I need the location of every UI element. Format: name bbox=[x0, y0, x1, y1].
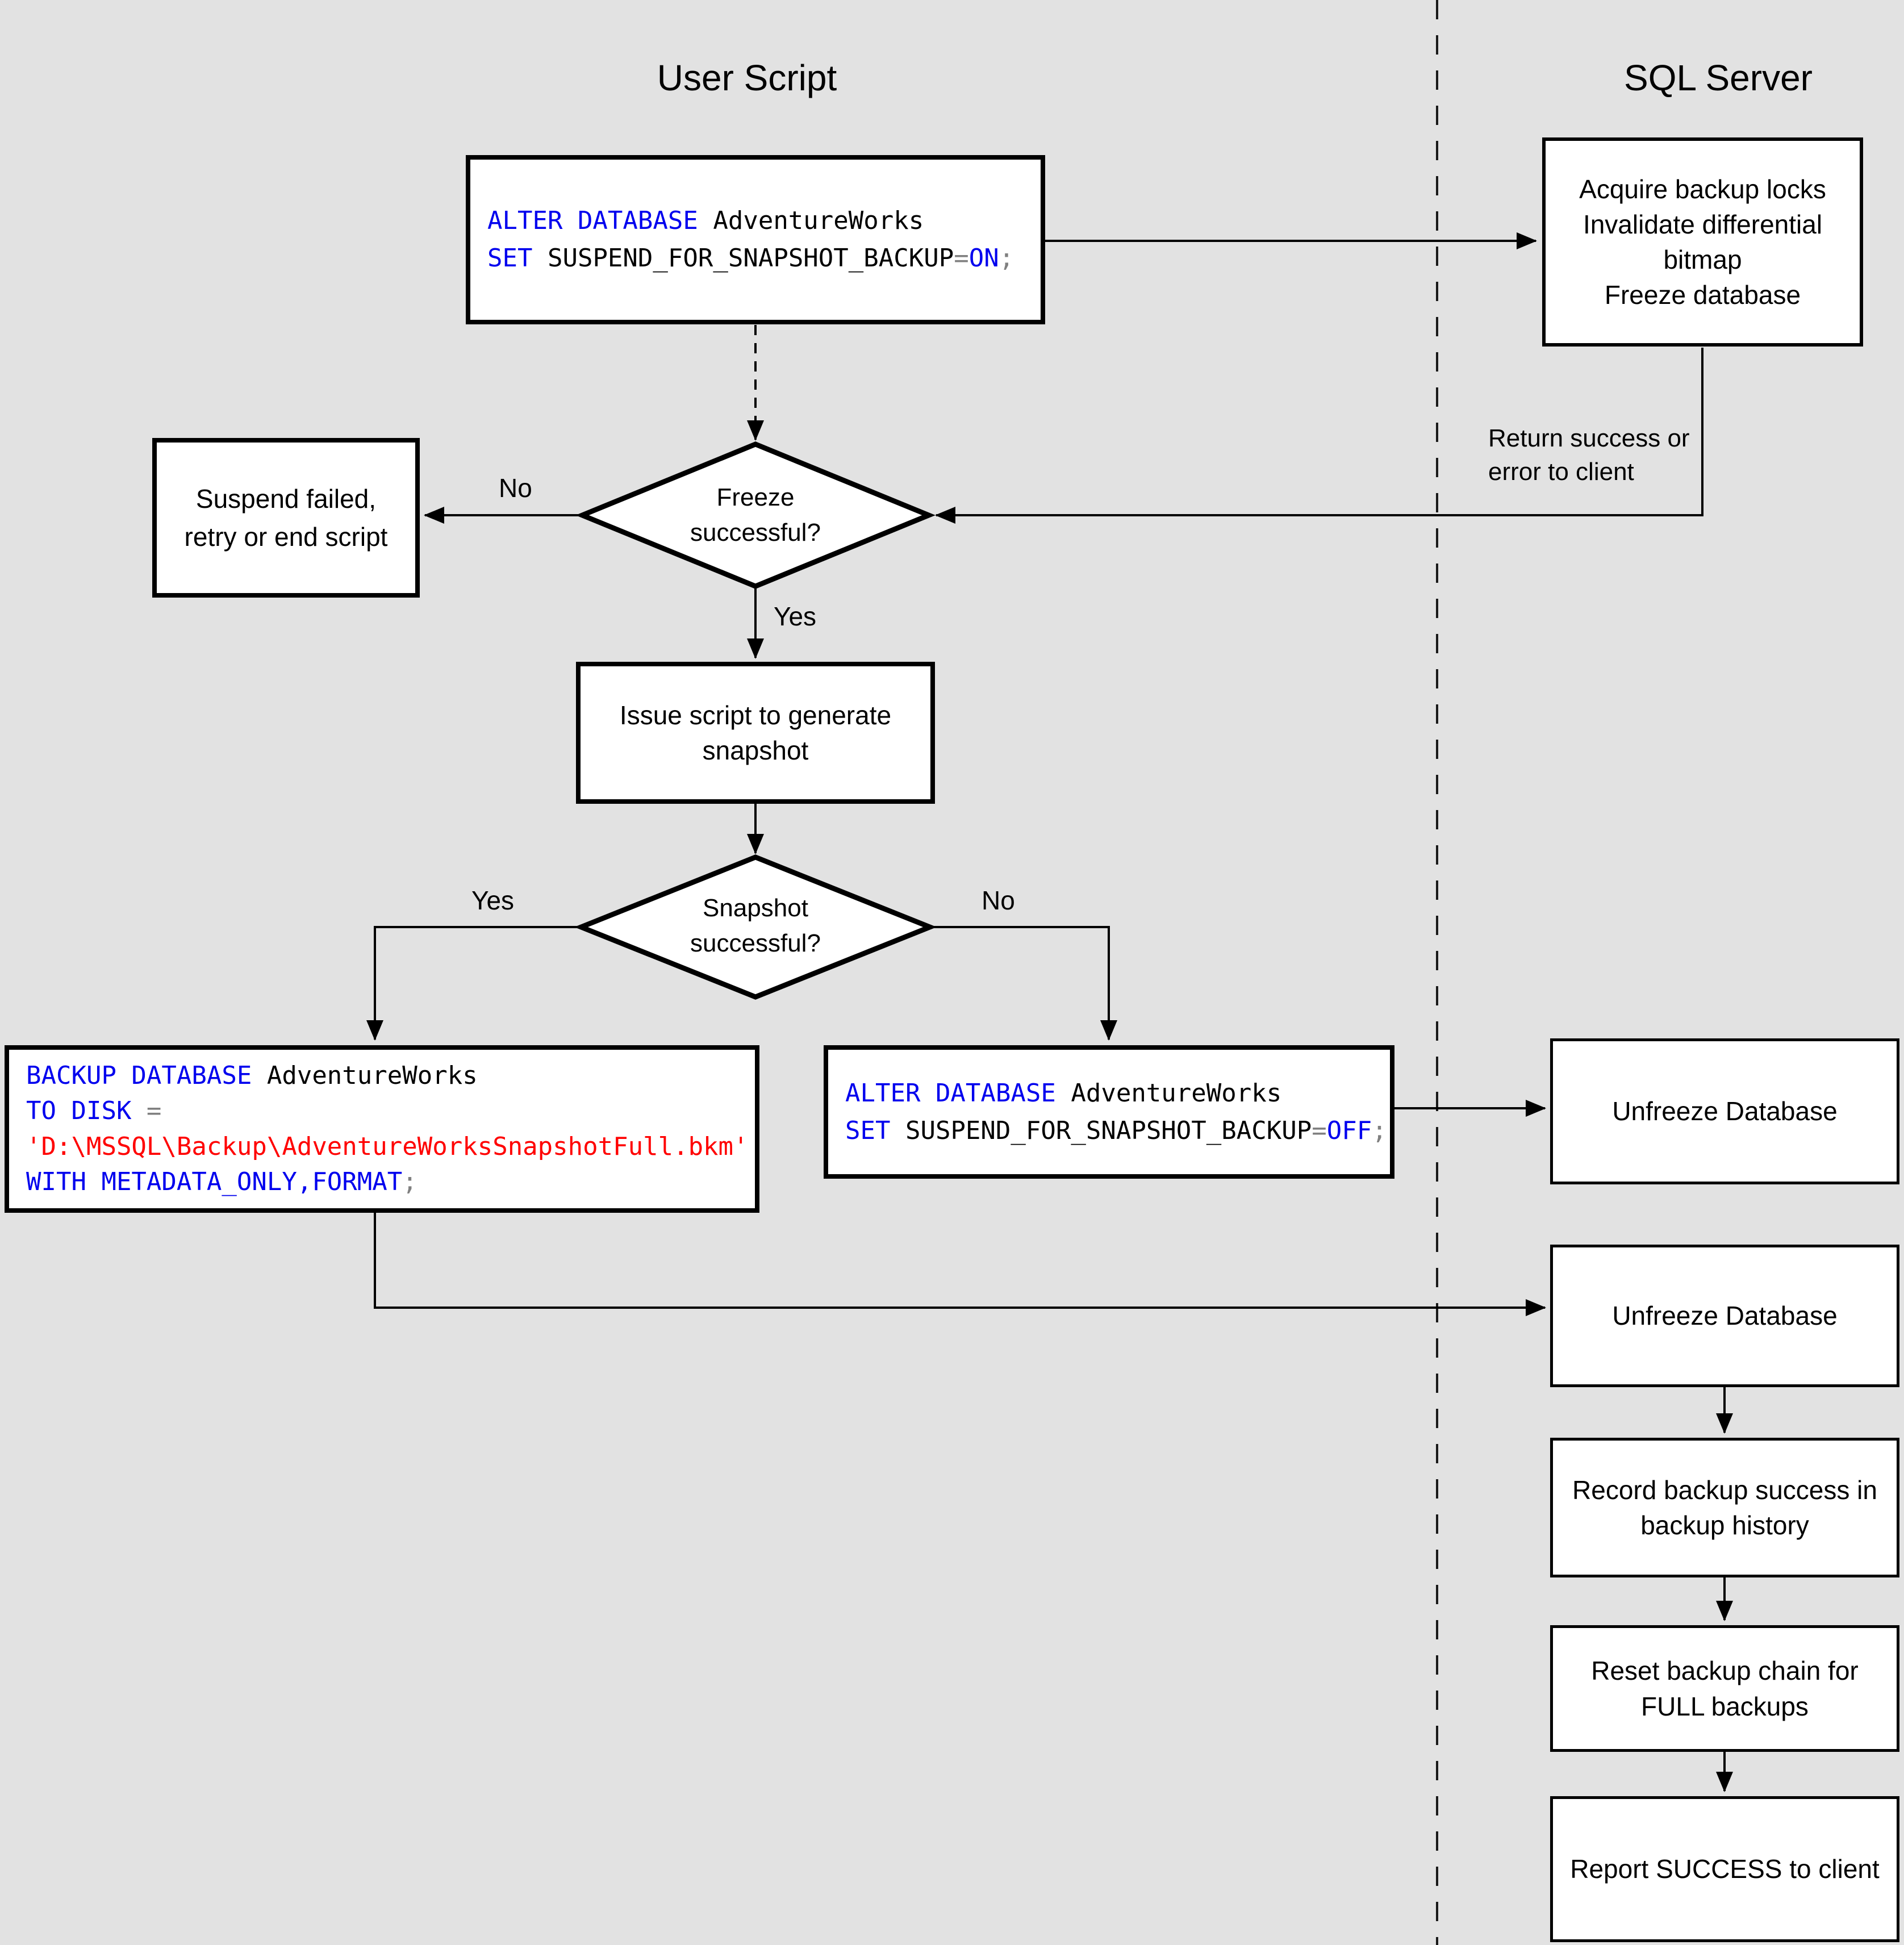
report-success-box: Report SUCCESS to client bbox=[1550, 1796, 1899, 1942]
acquire-line-1: Acquire backup locks bbox=[1579, 174, 1826, 204]
arrow-backup-to-unfreeze2 bbox=[374, 1213, 1546, 1316]
snapshot-successful-diamond bbox=[574, 854, 937, 1000]
report-success-label: Report SUCCESS to client bbox=[1570, 1854, 1880, 1884]
return-success-note: Return success or error to client bbox=[1488, 421, 1690, 489]
lane-title-sql-server: SQL Server bbox=[1624, 57, 1813, 98]
unfreeze1-label: Unfreeze Database bbox=[1612, 1096, 1838, 1126]
acquire-line-3: Freeze database bbox=[1604, 280, 1801, 310]
arrow-acquire-to-freeze bbox=[935, 348, 1703, 524]
snapshot-successful-label: Snapshot successful? bbox=[690, 894, 821, 957]
code-line: BACKUP DATABASE AdventureWorks bbox=[26, 1061, 478, 1090]
arrow-snapshot-no-to-alteroff bbox=[930, 926, 1117, 1041]
unfreeze-database-box-1: Unfreeze Database bbox=[1550, 1038, 1899, 1184]
suspend-failed-label: Suspend failed, retry or end script bbox=[184, 483, 388, 552]
acquire-backup-locks-box: Acquire backup locks Invalidate differen… bbox=[1542, 137, 1863, 347]
code-line: SET SUSPEND_FOR_SNAPSHOT_BACKUP=ON; bbox=[487, 244, 1014, 273]
issue-script-label: Issue script to generate snapshot bbox=[619, 700, 892, 765]
lane-title-user-script: User Script bbox=[657, 57, 837, 98]
alter-database-off-box: ALTER DATABASE AdventureWorks SET SUSPEN… bbox=[824, 1045, 1394, 1179]
snapshot-no-label: No bbox=[982, 886, 1015, 915]
freeze-no-label: No bbox=[499, 473, 532, 503]
snapshot-yes-label: Yes bbox=[471, 886, 515, 915]
alter-database-on-box: ALTER DATABASE AdventureWorks SET SUSPEN… bbox=[466, 155, 1045, 324]
return-note-line1: Return success or bbox=[1488, 424, 1690, 452]
arrow-snapshot-yes-to-backup bbox=[366, 926, 581, 1041]
return-note-line2: error to client bbox=[1488, 458, 1634, 486]
suspend-failed-box: Suspend failed, retry or end script bbox=[152, 438, 420, 598]
code-line: WITH METADATA_ONLY,FORMAT; bbox=[26, 1167, 417, 1196]
reset-backup-chain-label: Reset backup chain for FULL backups bbox=[1591, 1656, 1859, 1721]
unfreeze2-label: Unfreeze Database bbox=[1612, 1301, 1838, 1331]
backup-database-box: BACKUP DATABASE AdventureWorks TO DISK =… bbox=[5, 1045, 759, 1213]
code-line: ALTER DATABASE AdventureWorks bbox=[845, 1078, 1282, 1108]
code-line: SET SUSPEND_FOR_SNAPSHOT_BACKUP=OFF; bbox=[845, 1116, 1387, 1145]
record-backup-success-box: Record backup success in backup history bbox=[1550, 1438, 1899, 1577]
freeze-successful-diamond bbox=[575, 441, 936, 589]
reset-backup-chain-box: Reset backup chain for FULL backups bbox=[1550, 1625, 1899, 1752]
freeze-yes-label: Yes bbox=[774, 602, 817, 631]
freeze-successful-label: Freeze successful? bbox=[690, 483, 821, 546]
acquire-line-2: Invalidate differential bitmap bbox=[1583, 209, 1823, 274]
issue-script-box: Issue script to generate snapshot bbox=[576, 662, 935, 804]
code-line: 'D:\MSSQL\Backup\AdventureWorksSnapshotF… bbox=[26, 1132, 749, 1161]
record-backup-success-label: Record backup success in backup history bbox=[1572, 1475, 1877, 1540]
code-line: TO DISK = bbox=[26, 1096, 162, 1126]
code-line: ALTER DATABASE AdventureWorks bbox=[487, 206, 924, 235]
unfreeze-database-box-2: Unfreeze Database bbox=[1550, 1245, 1899, 1387]
